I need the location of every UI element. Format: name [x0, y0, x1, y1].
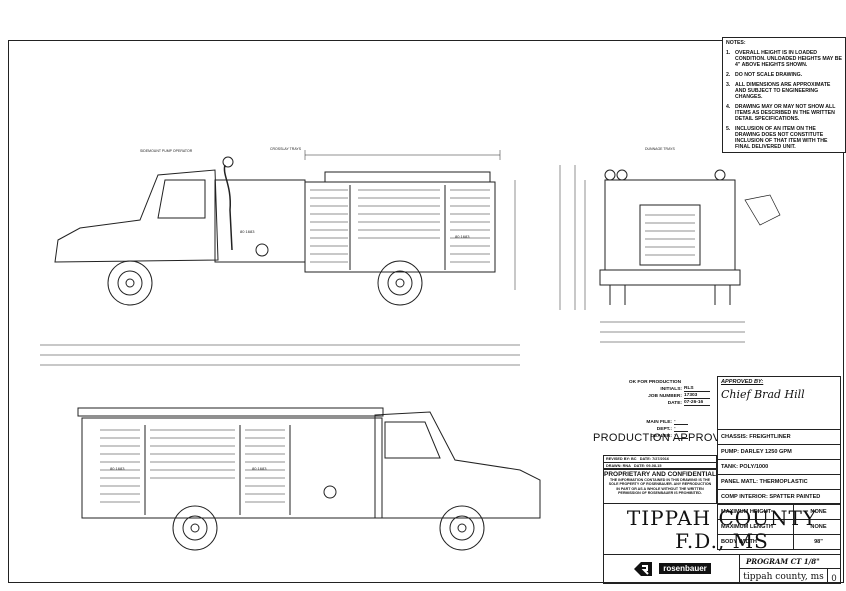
dealer-value: -	[674, 433, 688, 439]
date-label: DATE:	[667, 401, 682, 406]
truck-rear-view	[559, 165, 781, 343]
initials-label: INITIALS:	[660, 387, 682, 392]
title-line-2: F.D., MS	[675, 529, 769, 553]
revised-by: REVISED BY: BC	[606, 457, 637, 461]
note-item: 3.ALL DIMENSIONS ARE APPROXIMATE AND SUB…	[726, 82, 831, 100]
drawn-date: DATE: 09-08-15	[633, 464, 662, 468]
comp-interior-row: COMP INTERIOR: SPATTER PAINTED	[718, 489, 840, 504]
rosenbauer-logo: rosenbauer	[604, 554, 740, 583]
compartment-label-2: 80 1683	[455, 234, 470, 239]
date-value: 07-26-16	[684, 400, 710, 406]
compartment-label-1: 80 1683	[240, 229, 255, 234]
rear-note: DUNNAGE TRAYS	[645, 147, 675, 151]
crosslay-note: CROSSLAY TRAYS	[270, 147, 302, 151]
note-item: 4.DRAWING MAY OR MAY NOT SHOW ALL ITEMS …	[726, 104, 836, 122]
pump-operator-note: SIDEMOUNT PUMP OPERATOR	[140, 149, 193, 153]
main-file-value: -	[674, 419, 688, 425]
drawn-by: DRAWN: RNA	[606, 464, 631, 468]
spec-table: APPROVED BY: Chief Brad Hill CHASSIS: FR…	[717, 376, 841, 550]
drawing-info: rosenbauer PROGRAM CT 1/8" tippah county…	[603, 554, 841, 584]
program-label: PROGRAM CT 1/8"	[740, 554, 840, 569]
rosenbauer-r-icon	[634, 561, 653, 576]
confidential-body: THE INFORMATION CONTAINED IN THIS DRAWIN…	[608, 478, 712, 495]
notes-heading: NOTES:	[726, 40, 746, 46]
job-number-value: 17303	[684, 393, 710, 399]
logo-text: rosenbauer	[659, 563, 711, 574]
truck-side-view-right	[77, 407, 541, 551]
drawing-frame	[8, 40, 844, 583]
note-item: 1.OVERALL HEIGHT IS IN LOADED CONDITION.…	[726, 50, 842, 68]
note-item: 5.INCLUSION OF AN ITEM ON THE DRAWING DO…	[726, 126, 828, 150]
note-item: 2.DO NOT SCALE DRAWING.	[726, 72, 803, 78]
tank-row: TANK: POLY/1000	[718, 459, 840, 474]
revised-date: DATE: 7/27/2016	[639, 457, 669, 461]
ok-for-production: OK FOR PRODUCTION	[628, 380, 682, 385]
production-approved: PRODUCTION APPROVED	[593, 432, 737, 444]
revision-block: REVISED BY: BC DATE: 7/27/2016 DRAWN: RN…	[603, 455, 717, 470]
job-number-label: JOB NUMBER:	[648, 394, 682, 399]
dept-label: DEPT.:	[656, 427, 672, 432]
production-approval: OK FOR PRODUCTION INITIALS:RLS JOB NUMBE…	[600, 378, 710, 439]
chassis-row: CHASSIS: FREIGHTLINER	[718, 429, 840, 444]
main-file-label: MAIN FILE:	[646, 420, 672, 425]
truck-side-view-left	[40, 150, 520, 366]
drawing-name: tippah county, ms	[743, 572, 824, 582]
confidential-notice: PROPRIETARY AND CONFIDENTIAL THE INFORMA…	[603, 468, 717, 504]
panel-row: PANEL MATL: THERMOPLASTIC	[718, 474, 840, 489]
revision-number: 0	[827, 569, 840, 583]
pump-row: PUMP: DARLEY 1250 GPM	[718, 444, 840, 459]
compartment-label-3: 80 1683	[110, 466, 125, 471]
initials-value: RLS	[684, 386, 710, 392]
notes-box: NOTES: 1.OVERALL HEIGHT IS IN LOADED CON…	[722, 37, 846, 153]
title-line-1: TIPPAH COUNTY	[626, 506, 818, 530]
compartment-label-4: 80 1683	[252, 466, 267, 471]
approved-by-label: APPROVED BY:	[721, 379, 764, 385]
confidential-heading: PROPRIETARY AND CONFIDENTIAL	[604, 471, 716, 478]
customer-title: TIPPAH COUNTY F.D., MS	[603, 503, 841, 555]
dept-value: -	[674, 426, 688, 432]
dealer-label: DEALER:	[650, 434, 672, 439]
approval-signature: Chief Brad Hill	[721, 388, 805, 401]
